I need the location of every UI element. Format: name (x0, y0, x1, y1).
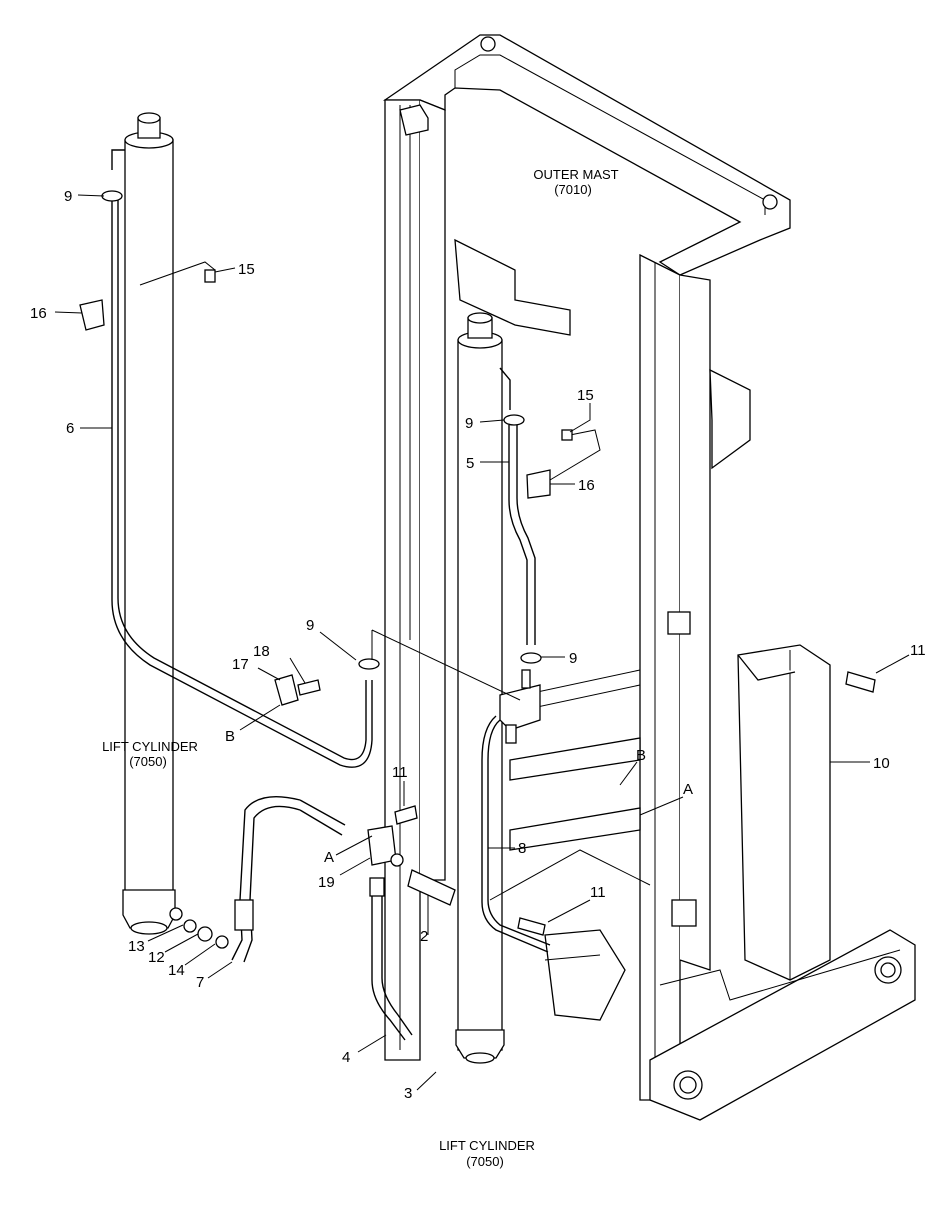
hose-pipe-8 (481, 715, 551, 953)
hose-pipe-6 (111, 149, 373, 768)
tee-fitting-19 (367, 825, 404, 867)
callout-11-right: 11 (910, 642, 926, 659)
callout-9-right-lower: 9 (569, 650, 577, 667)
bottom-cylinder-title: LIFT CYLINDER (439, 1138, 535, 1153)
callout-a-left: A (324, 849, 334, 866)
callout-2: 2 (420, 928, 428, 945)
left-cylinder-code: (7050) (129, 754, 167, 769)
callout-5: 5 (466, 455, 474, 472)
mast-stud-left (673, 1070, 703, 1100)
callout-14: 14 (168, 962, 185, 979)
callout-b-left: B (225, 728, 235, 745)
callout-9-top-left: 9 (64, 188, 72, 205)
hose-7 (231, 796, 346, 963)
clamps (79, 190, 601, 706)
connector-2 (407, 869, 456, 906)
callout-4: 4 (342, 1049, 350, 1066)
callout-11-lower: 11 (590, 884, 606, 901)
callout-16-right: 16 (578, 477, 595, 494)
bottom-cylinder-code: (7050) (466, 1154, 504, 1169)
mast-stud-right (874, 956, 902, 984)
callouts: 9 15 16 6 9 15 5 16 9 9 18 17 B 11 10 11… (30, 188, 926, 1102)
outer-mast-title: OUTER MAST (533, 167, 618, 182)
callout-8: 8 (518, 840, 526, 857)
hose-pipe-5 (499, 367, 536, 645)
leader-lines (54, 194, 910, 1091)
manifold-block (499, 669, 541, 744)
callout-9-right-upper: 9 (465, 415, 473, 432)
callout-b-right: B (636, 747, 646, 764)
callout-10: 10 (873, 755, 890, 772)
lift-cylinder-left (122, 112, 183, 935)
callout-16-left: 16 (30, 305, 47, 322)
callout-6: 6 (66, 420, 74, 437)
callout-3: 3 (404, 1085, 412, 1102)
hose-4 (369, 877, 413, 1041)
callout-19: 19 (318, 874, 335, 891)
callout-11-mid: 11 (392, 764, 408, 781)
callout-17: 17 (232, 656, 249, 673)
callout-13: 13 (128, 938, 145, 955)
left-cylinder-title: LIFT CYLINDER (102, 739, 198, 754)
callout-15-right: 15 (577, 387, 594, 404)
callout-15-left: 15 (238, 261, 255, 278)
callout-12: 12 (148, 949, 165, 966)
callout-a-right: A (683, 781, 693, 798)
outer-mast-code: (7010) (554, 182, 592, 197)
guard-10 (737, 644, 831, 981)
callout-7: 7 (196, 974, 204, 991)
lift-cylinder-right (455, 312, 505, 1064)
callout-18: 18 (253, 643, 270, 660)
callout-9-mid: 9 (306, 617, 314, 634)
